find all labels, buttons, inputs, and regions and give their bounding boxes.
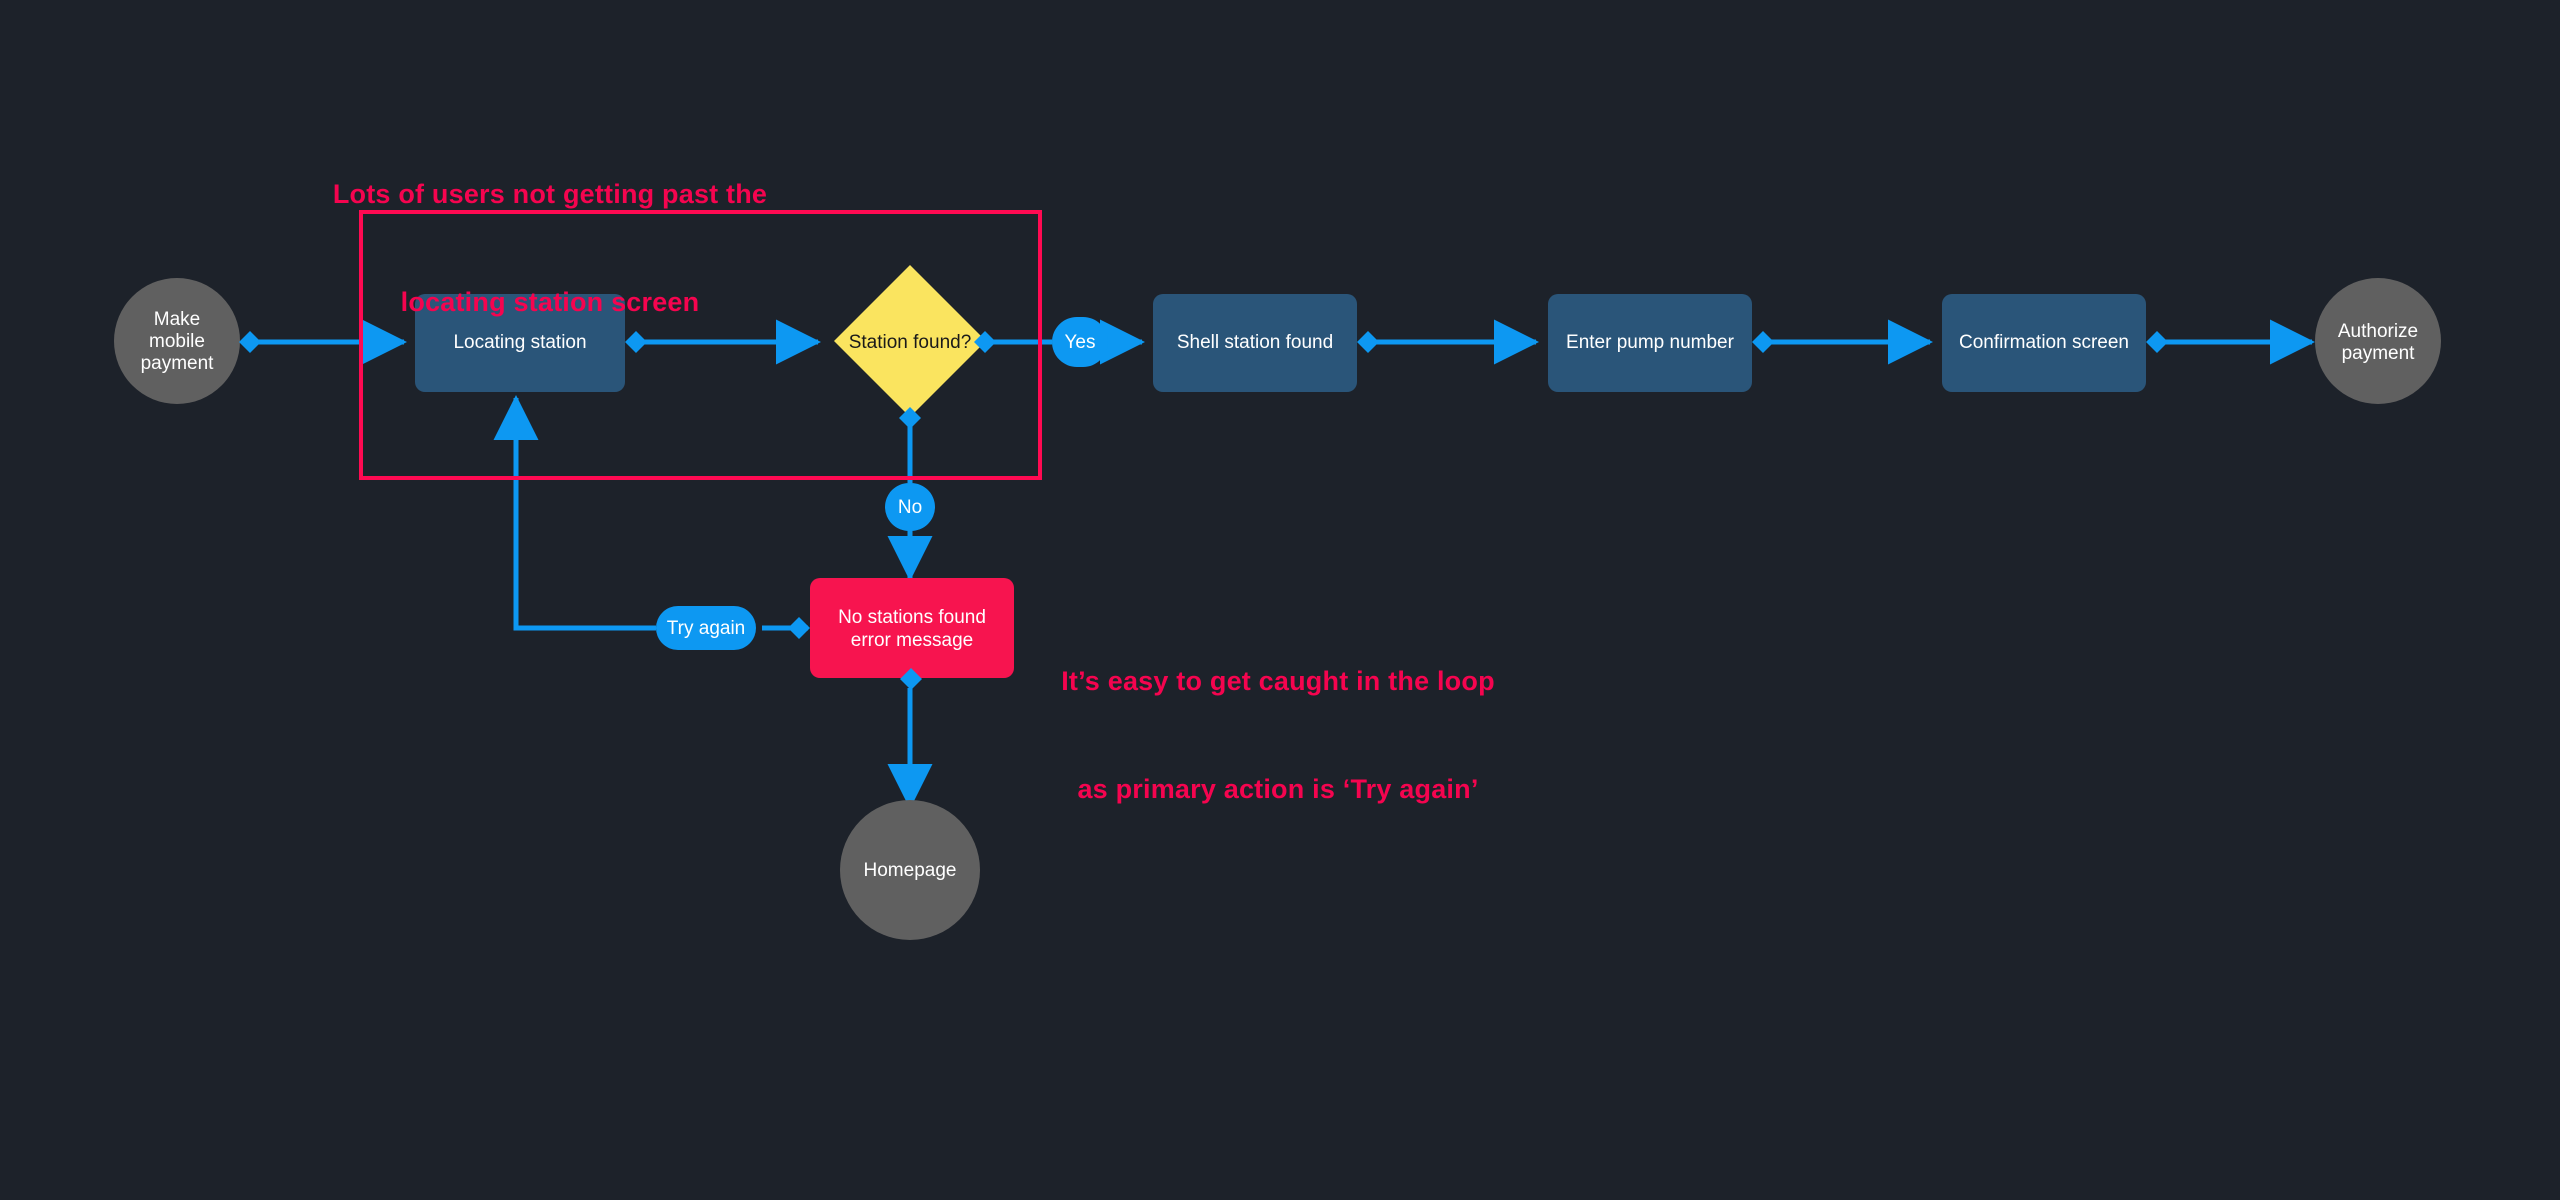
node-label-make-1: Make <box>154 309 200 330</box>
edge-label-yes-text: Yes <box>1065 332 1096 353</box>
edge-label-yes: Yes <box>1052 317 1108 367</box>
node-label-make-2: mobile <box>149 331 205 352</box>
annotation-locating-station-dropoff: Lots of users not getting past the locat… <box>310 105 790 392</box>
connector-handle-right <box>2146 331 2168 353</box>
node-shell-station-found[interactable]: Shell station found <box>1153 294 1379 392</box>
annotation-loop-line2: as primary action is ‘Try again’ <box>1077 773 1479 804</box>
connector-handle-right <box>625 331 647 353</box>
node-locating-station[interactable]: Locating station <box>415 294 647 392</box>
node-no-stations-found-error[interactable]: No stations found error message <box>788 578 1014 690</box>
node-label-error-2: error message <box>851 630 974 651</box>
node-label-make-3: payment <box>141 353 215 374</box>
connector-handle-right <box>1752 331 1774 353</box>
node-label-homepage: Homepage <box>864 860 957 881</box>
edge-label-try-again: Try again <box>656 606 756 650</box>
connector-handle-left <box>788 617 810 639</box>
annotation-loop-line1: It’s easy to get caught in the loop <box>1061 665 1495 696</box>
edge-label-try-again-text: Try again <box>667 618 746 639</box>
node-make-mobile-payment[interactable]: Make mobile payment <box>114 278 261 404</box>
connector-handle-bottom <box>900 668 922 690</box>
node-homepage[interactable]: Homepage <box>840 800 980 940</box>
connector-handle-right <box>1357 331 1379 353</box>
edge-label-no-text: No <box>898 497 922 518</box>
node-label-error-1: No stations found <box>838 607 986 628</box>
connector-handle-bottom <box>899 407 921 429</box>
node-label-shell-station-found: Shell station found <box>1177 332 1333 353</box>
node-label-station-found: Station found? <box>849 332 972 353</box>
node-enter-pump-number[interactable]: Enter pump number <box>1548 294 1774 392</box>
node-label-locating-station: Locating station <box>453 332 586 353</box>
dropoff-highlight-rect <box>359 210 1042 480</box>
edge-tryagain-loopback <box>493 394 656 631</box>
connector-handle-right <box>239 331 261 353</box>
node-label-authorize-1: Authorize <box>2338 321 2418 342</box>
node-confirmation-screen[interactable]: Confirmation screen <box>1942 294 2168 392</box>
connectors <box>250 319 2316 810</box>
edge-label-no: No <box>885 483 935 531</box>
annotation-dropoff-line1: Lots of users not getting past the <box>332 178 768 209</box>
node-label-confirmation-screen: Confirmation screen <box>1959 332 2129 353</box>
node-label-authorize-2: payment <box>2342 343 2416 364</box>
connector-handle-right <box>974 331 996 353</box>
annotation-try-again-loop: It’s easy to get caught in the loop as p… <box>1048 592 1508 879</box>
node-label-enter-pump-number: Enter pump number <box>1566 332 1735 353</box>
node-station-found-decision[interactable]: Station found? <box>834 265 996 429</box>
node-authorize-payment[interactable]: Authorize payment <box>2315 278 2441 404</box>
annotation-dropoff-line2: locating station screen <box>400 286 700 317</box>
